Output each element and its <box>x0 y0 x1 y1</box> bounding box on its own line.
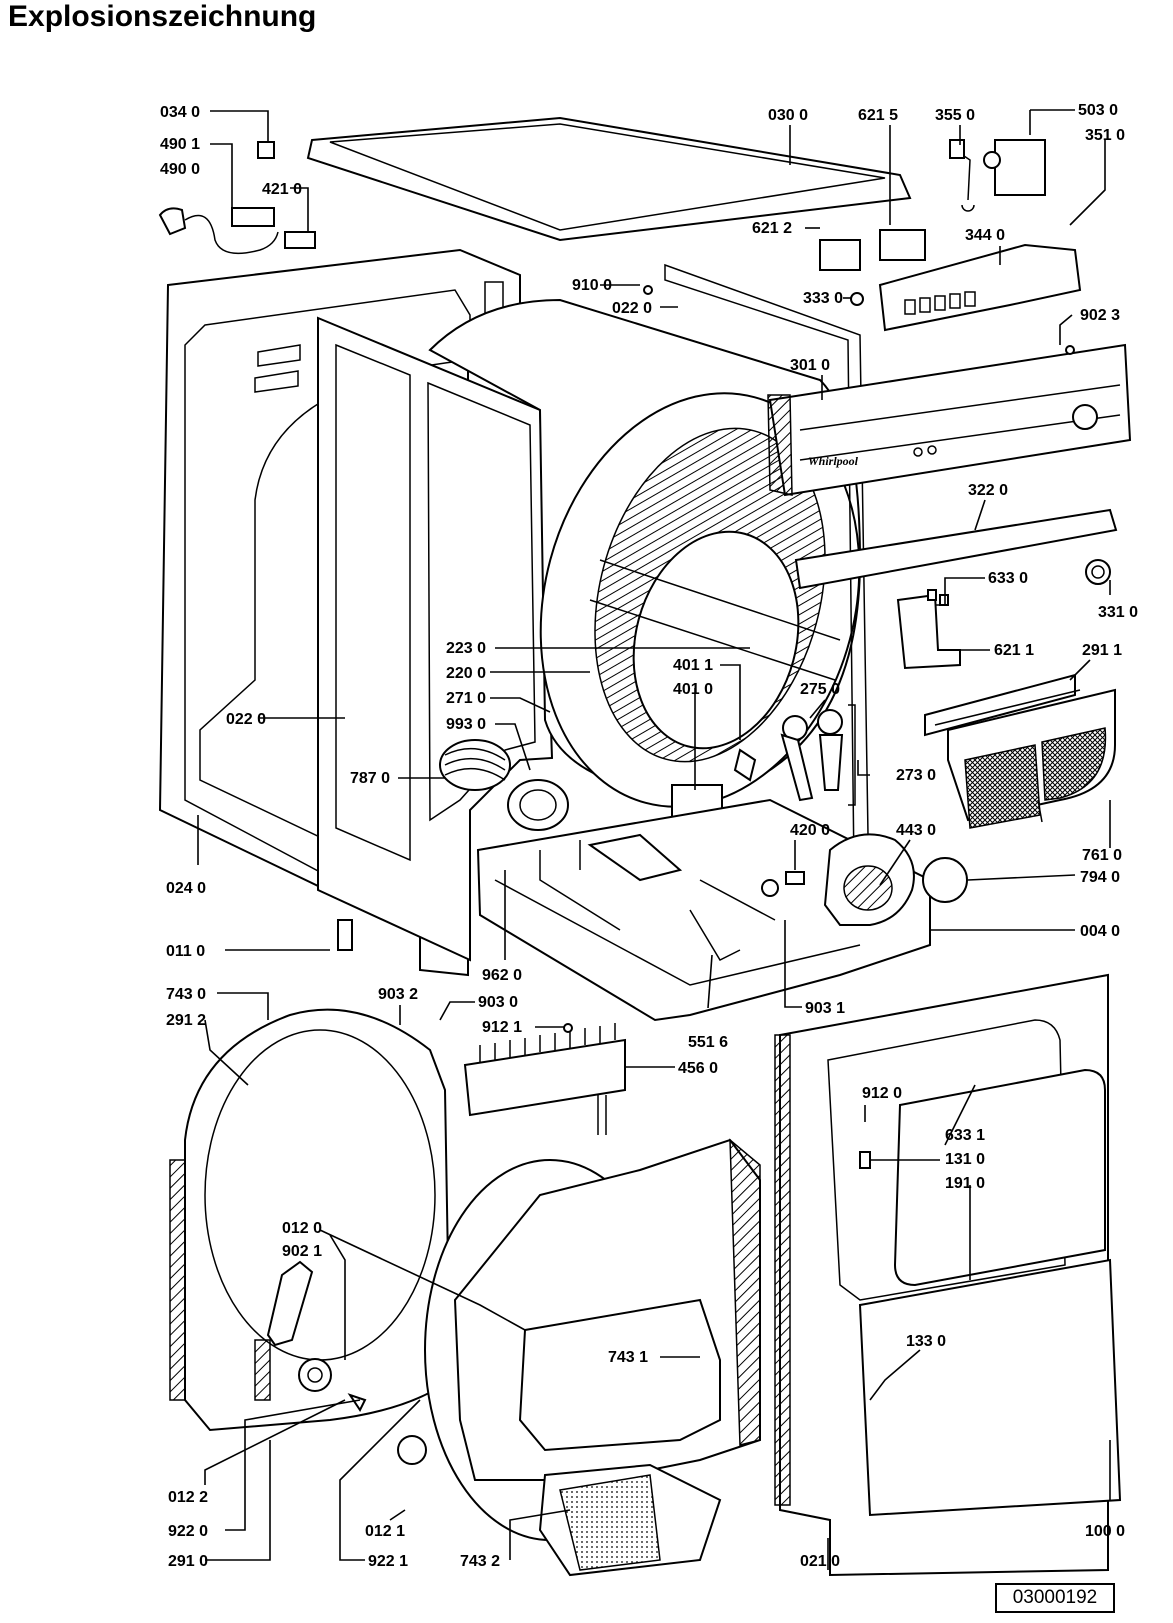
heater-element <box>463 1023 626 1135</box>
part-label: 355 0 <box>935 107 975 124</box>
part-label: 761 0 <box>1082 847 1122 864</box>
part-label: 922 1 <box>368 1553 408 1570</box>
air-duct-hose <box>439 739 569 831</box>
front-bulkhead <box>424 1138 761 1577</box>
part-label: 420 0 <box>790 822 830 839</box>
part-label: 401 0 <box>673 681 713 698</box>
part-label: 903 1 <box>805 1000 845 1017</box>
fan-housing <box>823 833 968 926</box>
part-label: 344 0 <box>965 227 1005 244</box>
base-frame <box>476 798 931 1022</box>
part-label: 034 0 <box>160 104 200 121</box>
part-label: 301 0 <box>790 357 830 374</box>
part-label: 131 0 <box>945 1151 985 1168</box>
part-label: 787 0 <box>350 770 390 787</box>
part-label: 490 0 <box>160 161 200 178</box>
control-panel: Whirlpool <box>767 343 1132 497</box>
lint-filter <box>924 673 1116 829</box>
part-label: 490 1 <box>160 136 200 153</box>
door <box>774 973 1122 1577</box>
part-label: 743 1 <box>608 1349 648 1366</box>
part-label: 011 0 <box>166 943 205 960</box>
door-switch <box>896 589 961 670</box>
part-label: 133 0 <box>906 1333 946 1350</box>
part-label: 223 0 <box>446 640 486 657</box>
part-label: 220 0 <box>446 665 486 682</box>
part-label: 100 0 <box>1085 1523 1125 1540</box>
part-label: 743 0 <box>166 986 206 1003</box>
part-drawings: Whirlpool <box>158 116 1132 1577</box>
part-label: 030 0 <box>768 107 808 124</box>
part-label: 421 0 <box>262 181 302 198</box>
fascia-strip <box>794 508 1118 590</box>
page-title: Explosionszeichnung <box>8 0 317 33</box>
part-label: 902 1 <box>282 1243 322 1260</box>
rear-bulkhead <box>169 1008 452 1432</box>
part-label: 443 0 <box>896 822 936 839</box>
part-label: 456 0 <box>678 1060 718 1077</box>
part-label: 024 0 <box>166 880 206 897</box>
part-label: 022 0 <box>612 300 652 317</box>
part-label: 503 0 <box>1078 102 1118 119</box>
part-label: 912 0 <box>862 1085 902 1102</box>
part-label: 633 0 <box>988 570 1028 587</box>
part-label: 621 5 <box>858 107 898 124</box>
top-cover <box>306 116 912 242</box>
part-label: 291 1 <box>1082 642 1122 659</box>
part-label: 322 0 <box>968 482 1008 499</box>
part-label: 903 2 <box>378 986 418 1003</box>
part-label: 291 0 <box>168 1553 208 1570</box>
part-label: 621 2 <box>752 220 792 237</box>
part-label: 021 0 <box>800 1553 840 1570</box>
part-label: 962 0 <box>482 967 522 984</box>
part-labels: 034 0 490 1 490 0 421 0 030 0 621 5 355 … <box>160 102 1138 1570</box>
part-label: 012 2 <box>168 1489 208 1506</box>
drum <box>428 298 862 808</box>
part-label: 743 2 <box>460 1553 500 1570</box>
relay-parts <box>819 139 1046 306</box>
belt-tensioner <box>780 704 856 806</box>
part-label: 333 0 <box>803 290 843 307</box>
mains-cord <box>158 141 316 255</box>
part-label: 902 3 <box>1080 307 1120 324</box>
part-label: 271 0 <box>446 690 486 707</box>
part-label: 191 0 <box>945 1175 985 1192</box>
part-label: 351 0 <box>1085 127 1125 144</box>
part-label: 993 0 <box>446 716 486 733</box>
small-parts <box>337 285 1075 1465</box>
part-label: 621 1 <box>994 642 1034 659</box>
leader-lines <box>197 109 1111 1570</box>
part-label: 551 6 <box>688 1034 728 1051</box>
part-label: 903 0 <box>478 994 518 1011</box>
part-label: 004 0 <box>1080 923 1120 940</box>
part-label: 910 0 <box>572 277 612 294</box>
part-label: 794 0 <box>1080 869 1120 886</box>
part-label: 022 0 <box>226 711 266 728</box>
part-label: 912 1 <box>482 1019 522 1036</box>
document-reference-number: 03000192 <box>995 1583 1115 1613</box>
part-label: 633 1 <box>945 1127 985 1144</box>
part-label: 012 1 <box>365 1523 405 1540</box>
brand-logo: Whirlpool <box>808 454 859 468</box>
knob <box>1085 559 1111 585</box>
part-label: 291 2 <box>166 1012 206 1029</box>
part-label: 275 0 <box>800 681 840 698</box>
electronics-board <box>878 243 1082 332</box>
part-label: 273 0 <box>896 767 936 784</box>
part-label: 922 0 <box>168 1523 208 1540</box>
part-label: 012 0 <box>282 1220 322 1237</box>
part-label: 331 0 <box>1098 604 1138 621</box>
part-label: 401 1 <box>673 657 713 674</box>
